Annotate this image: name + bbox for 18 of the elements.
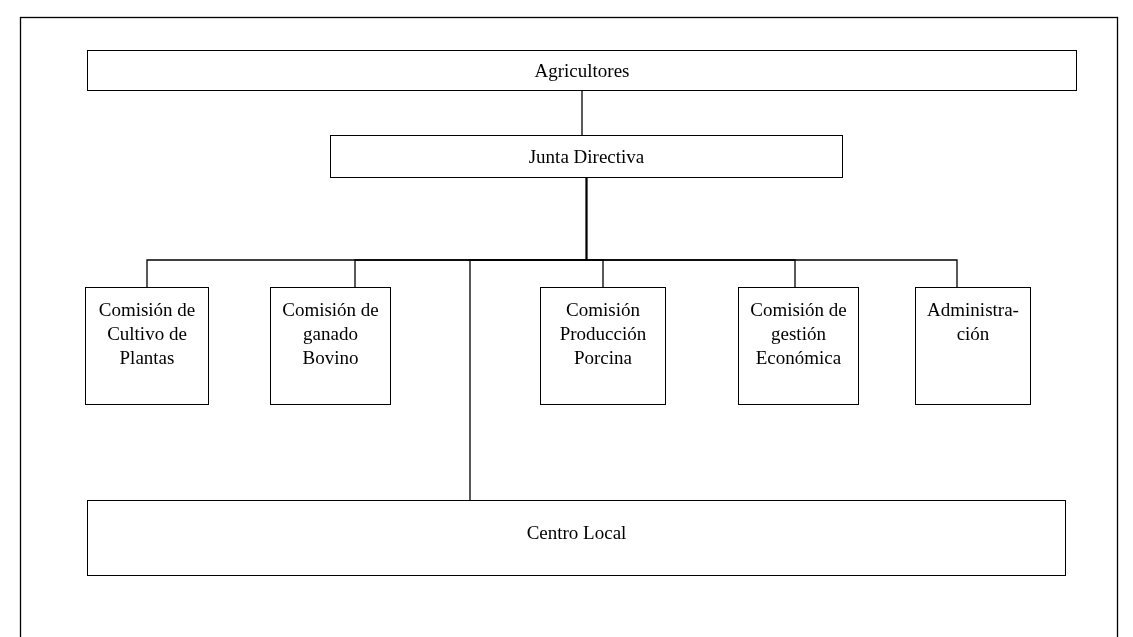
box-label: Centro Local — [525, 521, 628, 545]
box-label: Agricultores — [533, 58, 631, 83]
org-box — [270, 287, 391, 405]
connector-line — [585, 177, 958, 288]
box-label: Comisión de ganado Bovino — [281, 298, 380, 370]
box-label: Administra- ción — [926, 298, 1020, 346]
org-box — [915, 287, 1031, 405]
box-label: Comisión de Cultivo de Plantas — [97, 298, 197, 370]
box-label: Junta Directiva — [527, 144, 646, 169]
org-box — [738, 287, 859, 405]
box-label: Comisión de gestión Económica — [749, 298, 848, 370]
org-box — [330, 135, 843, 178]
connector-line — [581, 90, 583, 136]
org-box — [87, 500, 1066, 576]
org-box — [85, 287, 209, 405]
org-box — [87, 50, 1077, 91]
box-label: Comisión Producción Porcina — [558, 298, 648, 370]
org-box — [540, 287, 666, 405]
